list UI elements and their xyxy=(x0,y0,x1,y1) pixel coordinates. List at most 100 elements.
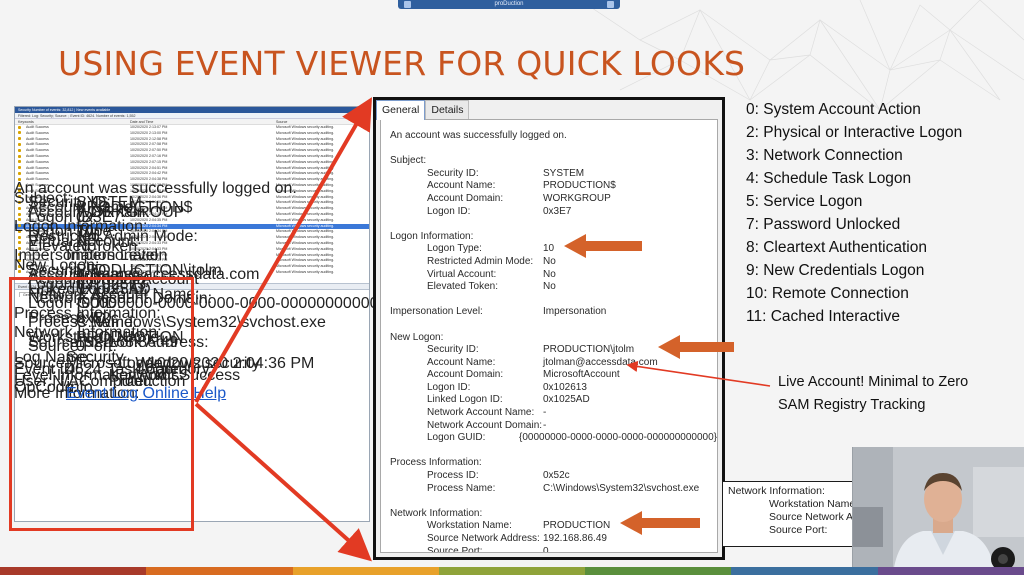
event-field-row: Linked Logon ID:0x1025AD xyxy=(390,394,717,407)
network-field-label: Workstation Name: xyxy=(769,498,856,510)
row-date-time: 10/20/2020 2:03:57 PM xyxy=(130,269,168,274)
event-field-row: Logon Type:10 xyxy=(390,243,717,256)
event-field-value: PRODUCTION\jtolm xyxy=(543,344,635,356)
row-date-time: 10/20/2020 2:07:15 PM xyxy=(130,159,168,164)
background-network-pattern xyxy=(579,0,1024,111)
event-field-row: Logon ID:0x3E7 xyxy=(390,206,717,219)
network-info-snippet: Network Information: Workstation Name:So… xyxy=(722,481,856,547)
row-keywords: Audit Success xyxy=(15,148,127,154)
logon-type-item: 4: Schedule Task Logon xyxy=(746,170,912,187)
row-keywords: Audit Success xyxy=(15,264,127,270)
column-keywords[interactable]: Keywords xyxy=(18,120,34,124)
row-keywords-text: Audit Success xyxy=(26,269,49,274)
row-keywords: Audit Success xyxy=(15,166,127,172)
event-field-label: Virtual Account: xyxy=(427,268,497,280)
key-icon xyxy=(18,212,21,216)
row-keywords-text: Audit Success xyxy=(26,206,49,211)
event-field-value: SYSTEM xyxy=(543,167,585,179)
event-field-label: Account Domain: xyxy=(427,192,504,204)
key-icon xyxy=(18,195,21,199)
general-details-tabs: General Details xyxy=(376,100,470,120)
column-date-time[interactable]: Date and Time xyxy=(130,120,154,124)
row-keywords-text: Audit Success xyxy=(26,235,49,240)
event-field-label xyxy=(390,218,543,231)
general-tab-zoom: General Details An account was successfu… xyxy=(373,97,725,560)
tab-general[interactable]: General xyxy=(376,100,426,120)
row-date-time: 10/20/2020 2:04:35 PM xyxy=(130,206,168,211)
row-keywords-text: Audit Success xyxy=(26,200,49,205)
row-keywords: Audit Success xyxy=(15,195,127,201)
event-field-label: Process Name: xyxy=(427,482,496,494)
tab-details-small[interactable]: Details xyxy=(41,292,61,297)
event-description: An account was successfully logged on.Su… xyxy=(380,119,718,553)
event-field-label: New Logon: xyxy=(390,331,444,343)
tab-general-small[interactable]: General xyxy=(19,292,40,297)
row-date-time: 10/20/2020 2:07:50 PM xyxy=(130,148,168,153)
row-keywords-text: Audit Success xyxy=(26,142,49,147)
event-field-row: Source Network Address:192.168.86.49 xyxy=(390,533,717,546)
row-date-time: 10/20/2020 2:12:58 PM xyxy=(130,136,168,141)
window-control-icon[interactable] xyxy=(607,1,614,8)
row-keywords: Audit Success xyxy=(15,131,127,137)
event-field-value: 192.168.86.49 xyxy=(543,533,607,544)
row-keywords: Audit Success xyxy=(15,177,127,183)
key-icon xyxy=(18,131,21,135)
stripe-segment xyxy=(731,567,878,575)
logon-type-item: 3: Network Connection xyxy=(746,147,903,164)
row-date-time: 10/20/2020 2:04:38 PM xyxy=(130,182,168,187)
event-field-value: 0x52c xyxy=(543,470,570,482)
row-date-time: 10/20/2020 2:04:35 PM xyxy=(130,217,168,222)
event-field-row: Network Account Domain:- xyxy=(390,420,717,433)
event-field-label: Process ID: xyxy=(427,470,479,482)
row-date-time: 10/20/2020 2:04:33 PM xyxy=(130,240,168,245)
row-date-time: 10/20/2020 2:04:33 PM xyxy=(130,258,168,263)
event-field-row: Elevated Token:No xyxy=(390,281,717,294)
tab-details[interactable]: Details xyxy=(425,100,470,119)
event-field-label: Network Information: xyxy=(390,507,483,519)
event-field-value: Impersonation xyxy=(543,306,607,318)
logon-type-item: 8: Cleartext Authentication xyxy=(746,239,927,256)
key-icon xyxy=(18,166,21,170)
network-heading: Network Information: xyxy=(728,485,825,497)
event-field-row xyxy=(390,445,717,458)
column-source[interactable]: Source xyxy=(276,120,288,124)
event-field-row: Security ID:SYSTEM xyxy=(390,168,717,181)
event-field-value: - xyxy=(543,407,547,419)
event-field-label: Logon ID: xyxy=(427,381,471,393)
row-keywords: Audit Success xyxy=(15,212,127,218)
event-field-label: Workstation Name: xyxy=(427,520,512,532)
presenter-webcam xyxy=(852,447,1024,575)
row-keywords: Audit Success xyxy=(15,241,127,247)
row-keywords-text: Audit Success xyxy=(26,252,49,257)
stripe-segment xyxy=(0,567,147,575)
event-field-label xyxy=(390,495,543,508)
event-field-value: 0x102613 xyxy=(543,381,587,393)
logon-type-item: 7: Password Unlocked xyxy=(746,216,901,233)
key-icon xyxy=(18,189,21,193)
logon-type-item: 5: Service Logon xyxy=(746,193,863,210)
event-field-row: Network Information: xyxy=(390,508,717,521)
row-date-time: 10/20/2020 2:04:33 PM xyxy=(130,252,168,257)
event-field-label xyxy=(390,294,543,307)
event-field-label xyxy=(390,445,543,458)
key-icon xyxy=(18,206,21,210)
event-field-row: Logon GUID:{00000000-0000-0000-0000-0000… xyxy=(390,432,717,445)
row-keywords: Audit Success xyxy=(15,160,127,166)
row-source: Microsoft Windows security auditing. xyxy=(276,269,335,274)
event-field-row xyxy=(390,319,717,332)
row-keywords: Audit Success xyxy=(15,258,127,264)
event-field-row: Account Domain:MicrosoftAccount xyxy=(390,369,717,382)
key-icon xyxy=(18,224,21,228)
event-detail-tabs: General Details xyxy=(15,290,369,297)
screen-share-bar[interactable]: proDuction xyxy=(398,0,620,9)
row-date-time: 10/20/2020 2:07:16 PM xyxy=(130,153,168,158)
row-keywords: Audit Success xyxy=(15,200,127,206)
row-keywords: Audit Success xyxy=(15,206,127,212)
row-keywords-text: Audit Success xyxy=(26,182,49,187)
event-field-value: C:\Windows\System32\svchost.exe xyxy=(543,482,700,494)
row-keywords-text: Audit Success xyxy=(26,171,49,176)
row-keywords: Audit Success xyxy=(15,247,127,253)
stripe-segment xyxy=(146,567,293,575)
event-field-label: Impersonation Level: xyxy=(390,306,483,318)
event-field-row: Subject: xyxy=(390,155,717,168)
